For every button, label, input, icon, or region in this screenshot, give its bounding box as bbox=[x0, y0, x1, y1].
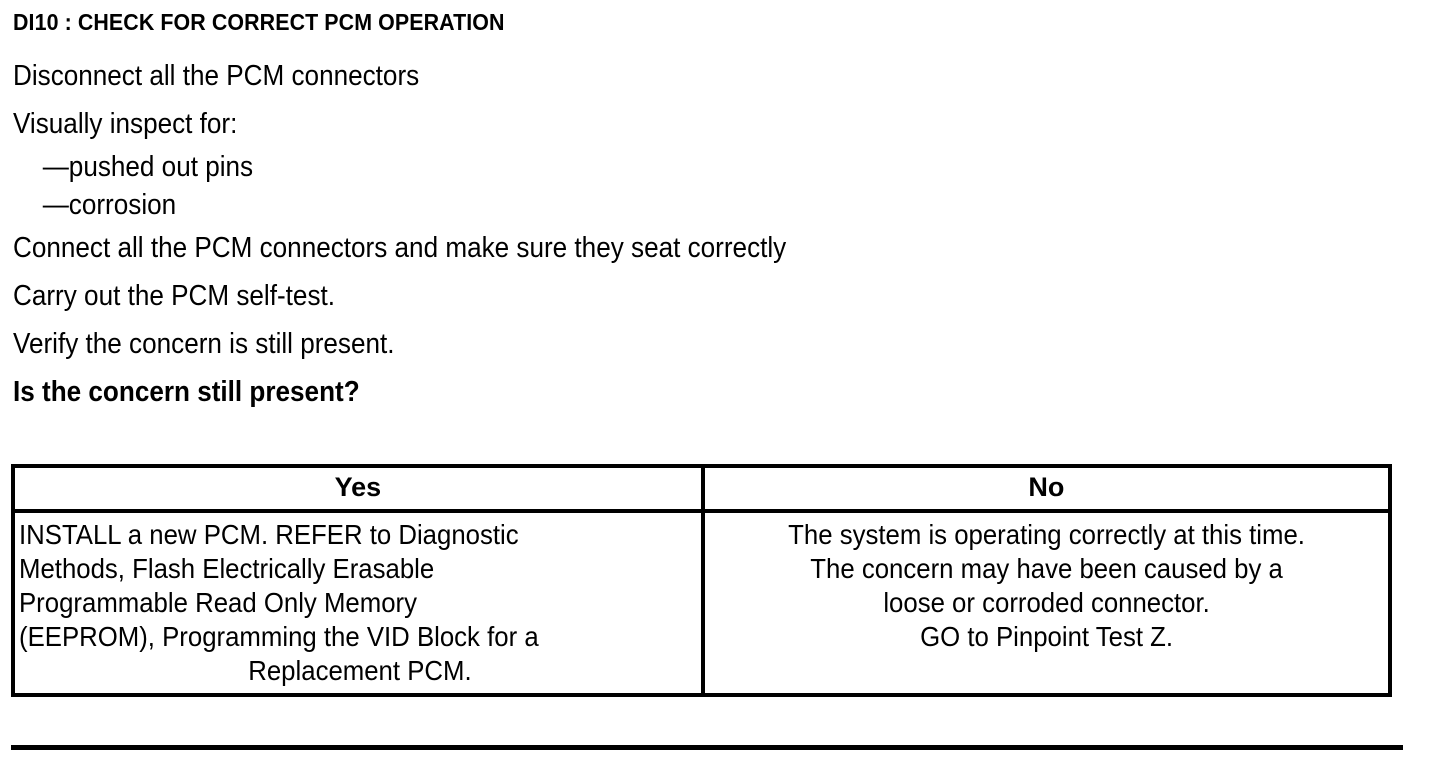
procedure-line: Verify the concern is still present. bbox=[13, 328, 395, 360]
procedure-line: Carry out the PCM self-test. bbox=[13, 280, 336, 312]
yes-answer-line: Methods, Flash Electrically Erasable bbox=[19, 553, 435, 584]
no-answer-line: loose or corroded connector. bbox=[883, 587, 1210, 618]
no-answer-line: GO to Pinpoint Test Z. bbox=[919, 621, 1173, 652]
procedure-line: Connect all the PCM connectors and make … bbox=[13, 232, 787, 264]
table-header-row: Yes No bbox=[15, 468, 1388, 513]
procedure-bullet-line: —corrosion bbox=[42, 189, 177, 221]
table-row: INSTALL a new PCM. REFER to Diagnostic M… bbox=[15, 511, 1388, 693]
yes-answer-line: Replacement PCM. bbox=[248, 655, 472, 686]
table-header-no: No bbox=[702, 468, 1388, 513]
footer-rule bbox=[11, 745, 1403, 750]
no-answer-text: The system is operating correctly at thi… bbox=[705, 513, 1388, 654]
no-answer-line: The system is operating correctly at thi… bbox=[788, 519, 1305, 550]
procedure-question-line: Is the concern still present? bbox=[13, 376, 360, 408]
table-cell-yes: INSTALL a new PCM. REFER to Diagnostic M… bbox=[15, 511, 705, 693]
table-header-yes: Yes bbox=[15, 468, 705, 513]
no-answer-line: The concern may have been caused by a bbox=[810, 553, 1283, 584]
page-title: DI10 : CHECK FOR CORRECT PCM OPERATION bbox=[13, 9, 505, 35]
procedure-line: Disconnect all the PCM connectors bbox=[13, 60, 420, 92]
yes-answer-text: INSTALL a new PCM. REFER to Diagnostic M… bbox=[15, 513, 701, 688]
decision-table: Yes No INSTALL a new PCM. REFER to Diagn… bbox=[11, 464, 1392, 697]
procedure-line: Visually inspect for: bbox=[13, 108, 238, 140]
yes-answer-line: Programmable Read Only Memory bbox=[19, 587, 417, 618]
yes-answer-line: (EEPROM), Programming the VID Block for … bbox=[19, 621, 539, 652]
yes-answer-line: INSTALL a new PCM. REFER to Diagnostic bbox=[19, 519, 519, 550]
table-cell-no: The system is operating correctly at thi… bbox=[703, 511, 1388, 693]
procedure-list: Disconnect all the PCM connectors Visual… bbox=[13, 52, 1413, 416]
procedure-bullet-line: —pushed out pins bbox=[42, 151, 254, 183]
